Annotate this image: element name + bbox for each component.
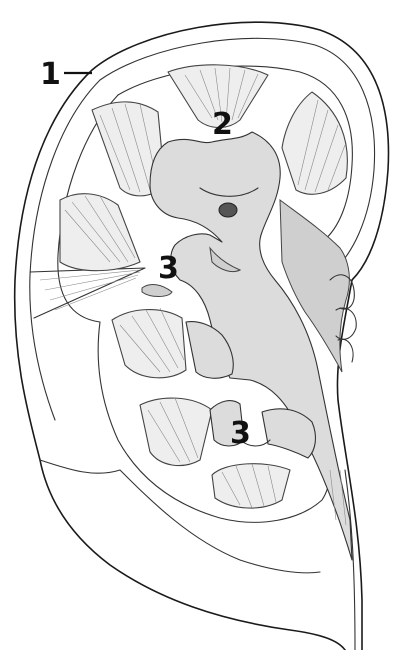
pyramid-left-mid xyxy=(60,194,140,271)
label-renal-pelvis: 2 xyxy=(212,107,233,142)
pyramid-upper-right xyxy=(282,92,347,194)
label-calyx-lower: 3 xyxy=(230,416,251,451)
cortex-wedge xyxy=(30,268,145,318)
pyramid-bottom xyxy=(212,464,290,508)
label-calyx-upper: 3 xyxy=(158,251,179,286)
label-capsule: 1 xyxy=(40,57,61,92)
pyramid-left-lower xyxy=(112,310,186,378)
label-1-group: 1 xyxy=(40,57,92,92)
pelvis-opening xyxy=(219,203,237,217)
